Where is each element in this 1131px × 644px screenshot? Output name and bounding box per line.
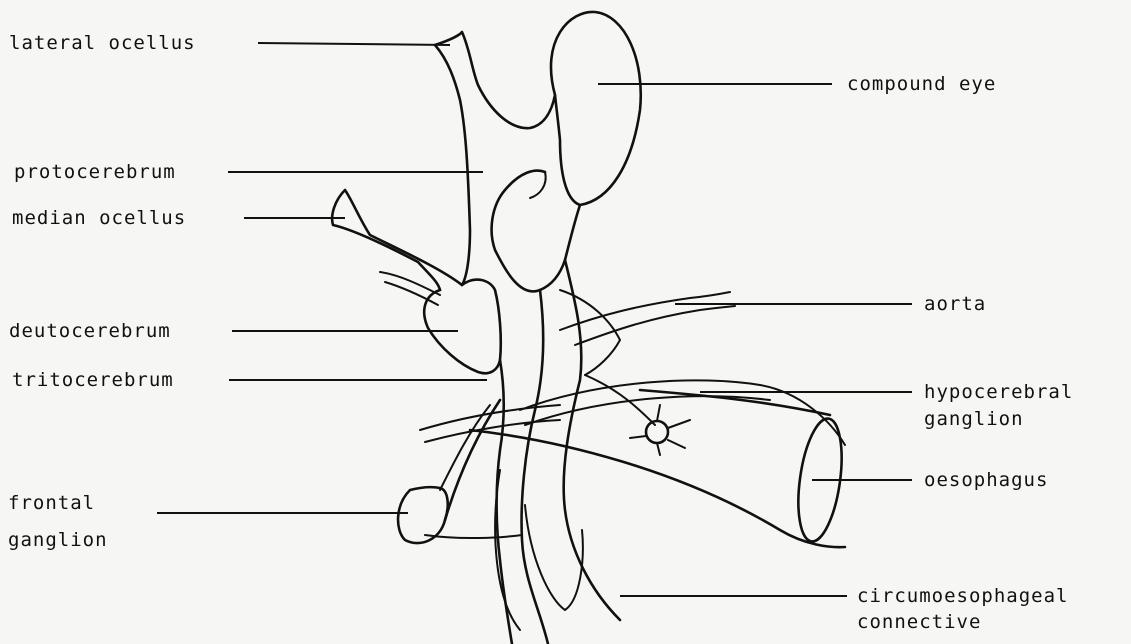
label-tritocerebrum: tritocerebrum xyxy=(12,368,174,392)
label-aorta: aorta xyxy=(924,292,986,316)
label-frontal-line2: ganglion xyxy=(8,528,108,552)
label-lateral-ocellus: lateral ocellus xyxy=(9,31,196,55)
label-hypocerebral-line1: hypocerebral xyxy=(924,380,1073,404)
label-protocerebrum: protocerebrum xyxy=(14,160,176,184)
label-circum-line2: connective xyxy=(857,610,981,634)
label-median-ocellus: median ocellus xyxy=(12,206,186,230)
label-oesophagus: oesophagus xyxy=(924,468,1048,492)
label-hypocerebral-line2: ganglion xyxy=(924,407,1024,431)
label-deutocerebrum: deutocerebrum xyxy=(9,319,171,343)
label-circum-line1: circumoesophageal xyxy=(857,584,1068,608)
label-compound-eye: compound eye xyxy=(847,72,996,96)
leader-lateral-ocellus xyxy=(258,43,450,45)
label-frontal-line1: frontal xyxy=(8,491,95,515)
